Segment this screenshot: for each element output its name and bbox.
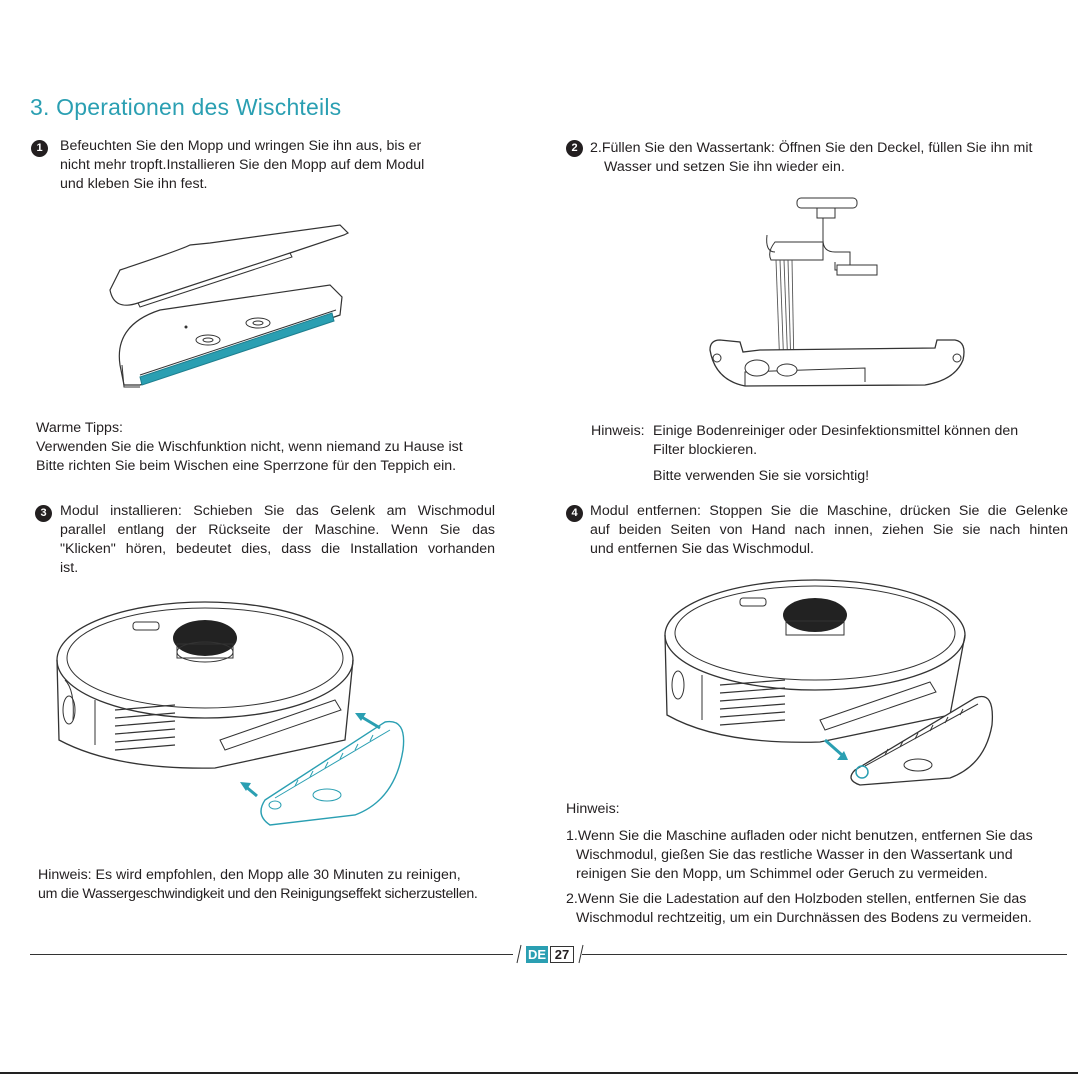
page-bottom-edge — [0, 1072, 1078, 1074]
step-3-line: ist. — [60, 560, 79, 576]
step-3-line: parallel entlang der Rückseite der Masch… — [60, 522, 495, 538]
page-number: 27 — [550, 946, 574, 963]
note-remove-line: Wischmodul, gießen Sie das restliche Was… — [576, 847, 1013, 863]
warm-tips-line: Bitte richten Sie beim Wischen eine Sper… — [36, 458, 457, 474]
footer-rule-right — [582, 954, 1067, 955]
footer-slashes — [516, 944, 584, 964]
step-1-line: Befeuchten Sie den Mopp und wringen Sie … — [60, 138, 422, 154]
note-remove-line: 2.Wenn Sie die Ladestation auf den Holzb… — [566, 891, 1027, 907]
step-1-line: und kleben Sie ihn fest. — [60, 176, 208, 192]
step-3-text: Modul installieren: Schieben Sie das Gel… — [60, 502, 495, 578]
step-3-number: 3 — [35, 505, 52, 522]
step-4-line: und entfernen Sie das Wischmodul. — [590, 541, 814, 557]
mop-module-illustration — [109, 224, 350, 388]
step-1-text: Befeuchten Sie den Mopp und wringen Sie … — [60, 137, 500, 194]
warm-tips: Warme Tipps: Verwenden Sie die Wischfunk… — [36, 419, 536, 476]
step-1-number: 1 — [31, 140, 48, 157]
warm-tips-line: Verwenden Sie die Wischfunktion nicht, w… — [36, 439, 463, 455]
note-clean-line: um die Wassergeschwindigkeit und den Rei… — [38, 886, 478, 902]
page-title: 3. Operationen des Wischteils — [30, 94, 342, 120]
install-module-illustration — [56, 601, 405, 826]
note-filter-line: Einige Bodenreiniger oder Desinfektionsm… — [653, 423, 1019, 439]
step-4-number: 4 — [566, 505, 583, 522]
step-4-text: Modul entfernen: Stoppen Sie die Maschin… — [590, 502, 1068, 559]
language-badge: DE — [526, 946, 548, 963]
step-3-line: Modul installieren: Schieben Sie das Gel… — [60, 503, 495, 519]
note-filter-line: Bitte verwenden Sie sie vorsichtig! — [653, 468, 870, 484]
step-4-line: Modul entfernen: Stoppen Sie die Maschin… — [590, 503, 1068, 519]
step-2-line: Wasser und setzen Sie ihn wieder ein. — [604, 159, 845, 175]
step-2-line: 2.Füllen Sie den Wassertank: Öffnen Sie … — [590, 140, 1033, 156]
note-clean-mop: Hinweis: Es wird empfohlen, den Mopp all… — [38, 866, 528, 904]
footer-rule-left — [30, 954, 513, 955]
note-filter-line: Filter blockieren. — [653, 442, 758, 458]
remove-module-illustration — [664, 579, 994, 786]
note-remove-line: reinigen Sie den Mopp, um Schimmel oder … — [576, 866, 988, 882]
step-1-line: nicht mehr tropft.Installieren Sie den M… — [60, 157, 425, 173]
note-remove-line: 1.Wenn Sie die Maschine aufladen oder ni… — [566, 828, 1033, 844]
note-remove-line: Wischmodul rechtzeitig, um ein Durchnäss… — [576, 910, 1032, 926]
step-2-text: 2.Füllen Sie den Wassertank: Öffnen Sie … — [590, 139, 1075, 177]
note-remove-heading: Hinweis: — [566, 801, 620, 817]
step-2-number: 2 — [566, 140, 583, 157]
warm-tips-heading: Warme Tipps: — [36, 420, 123, 436]
note-clean-line: Hinweis: Es wird empfohlen, den Mopp all… — [38, 867, 461, 883]
note-remove: Hinweis: 1.Wenn Sie die Maschine auflade… — [566, 800, 1071, 928]
note-filter-label: Hinweis: — [591, 423, 645, 439]
step-4-line: auf beiden Seiten von Hand nach innen, z… — [590, 522, 1068, 538]
step-3-line: "Klicken" hören, bedeutet dies, dass die… — [60, 541, 495, 557]
note-filter: Hinweis: Einige Bodenreiniger oder Desin… — [591, 422, 1071, 486]
faucet-tank-illustration — [709, 197, 965, 387]
